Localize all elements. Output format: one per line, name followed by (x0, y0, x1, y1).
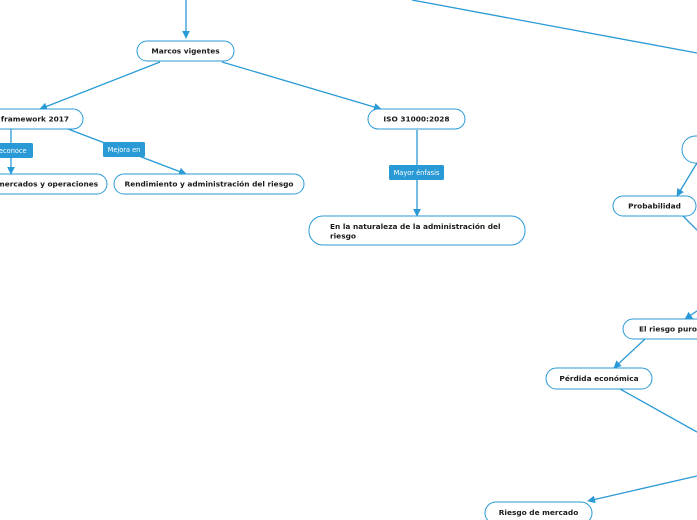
node-naturaleza-label-line1: En la naturaleza de la administración de… (330, 222, 501, 231)
node-probabilidad[interactable]: Probabilidad (612, 195, 697, 217)
node-probabilidad-label: Probabilidad (628, 202, 681, 211)
edge-probabilidad-out (682, 215, 697, 231)
node-riesgo-puro[interactable]: El riesgo puro (622, 318, 697, 340)
node-partial-right[interactable] (681, 135, 697, 164)
node-iso-31000[interactable]: ISO 31000:2028 (367, 108, 466, 130)
node-naturaleza[interactable]: En la naturaleza de la administración de… (308, 215, 526, 246)
tag-reconoce-label: econoce (0, 147, 27, 155)
tag-mayor-enfasis-box (389, 165, 444, 180)
node-naturaleza-box (308, 215, 526, 246)
node-riesgo-mercado-label: Riesgo de mercado (499, 508, 579, 517)
node-framework-2017-box (0, 108, 84, 130)
node-perdida-economica-box (545, 367, 653, 390)
edge-right-to-riesgo-puro (684, 310, 697, 320)
node-mercados-operaciones-label: mercados y operaciones (0, 180, 99, 189)
node-marcos-vigentes[interactable]: Marcos vigentes (136, 40, 235, 62)
node-perdida-economica-label: Pérdida económica (559, 374, 638, 383)
tag-reconoce-box (0, 143, 33, 158)
node-rendimiento-label: Rendimiento y administración del riesgo (125, 180, 294, 189)
node-iso-31000-box (367, 108, 466, 130)
tag-mayor-enfasis-label: Mayor énfasis (394, 169, 440, 177)
edge-top-diagonal (411, 0, 697, 54)
node-rendimiento[interactable]: Rendimiento y administración del riesgo (113, 173, 305, 195)
node-marcos-vigentes-box (136, 40, 235, 62)
node-framework-2017-label: framework 2017 (1, 115, 69, 124)
tag-reconoce[interactable]: econoce (0, 143, 33, 158)
node-framework-2017[interactable]: framework 2017 (0, 108, 84, 130)
node-riesgo-puro-label: El riesgo puro (639, 325, 697, 334)
tag-mejora-en[interactable]: Mejora en (103, 142, 145, 157)
edge-right-to-riesgo-mercado (587, 475, 697, 504)
tag-mayor-enfasis[interactable]: Mayor énfasis (389, 165, 444, 180)
edge-marcos-to-framework (39, 61, 161, 111)
tag-mejora-en-label: Mejora en (108, 146, 141, 154)
node-riesgo-mercado-box (484, 501, 593, 520)
node-rendimiento-box (113, 173, 305, 195)
node-probabilidad-box (612, 195, 697, 217)
edge-marcos-to-iso (221, 61, 382, 111)
node-riesgo-puro-box (622, 318, 697, 340)
node-perdida-economica[interactable]: Pérdida económica (545, 367, 653, 390)
node-naturaleza-label-line2: riesgo (330, 232, 356, 241)
node-marcos-vigentes-label: Marcos vigentes (151, 47, 220, 56)
connectors (7, 0, 697, 504)
node-mercados-operaciones-box (0, 173, 108, 195)
tag-mejora-en-box (103, 142, 145, 157)
node-riesgo-mercado[interactable]: Riesgo de mercado (484, 501, 593, 520)
edge-riesgo-puro-to-perdida (613, 338, 646, 369)
node-iso-31000-label: ISO 31000:2028 (383, 115, 449, 124)
node-mercados-operaciones[interactable]: mercados y operaciones (0, 173, 108, 195)
edge-perdida-out (619, 388, 697, 433)
edge-right-to-probabilidad (676, 162, 697, 197)
